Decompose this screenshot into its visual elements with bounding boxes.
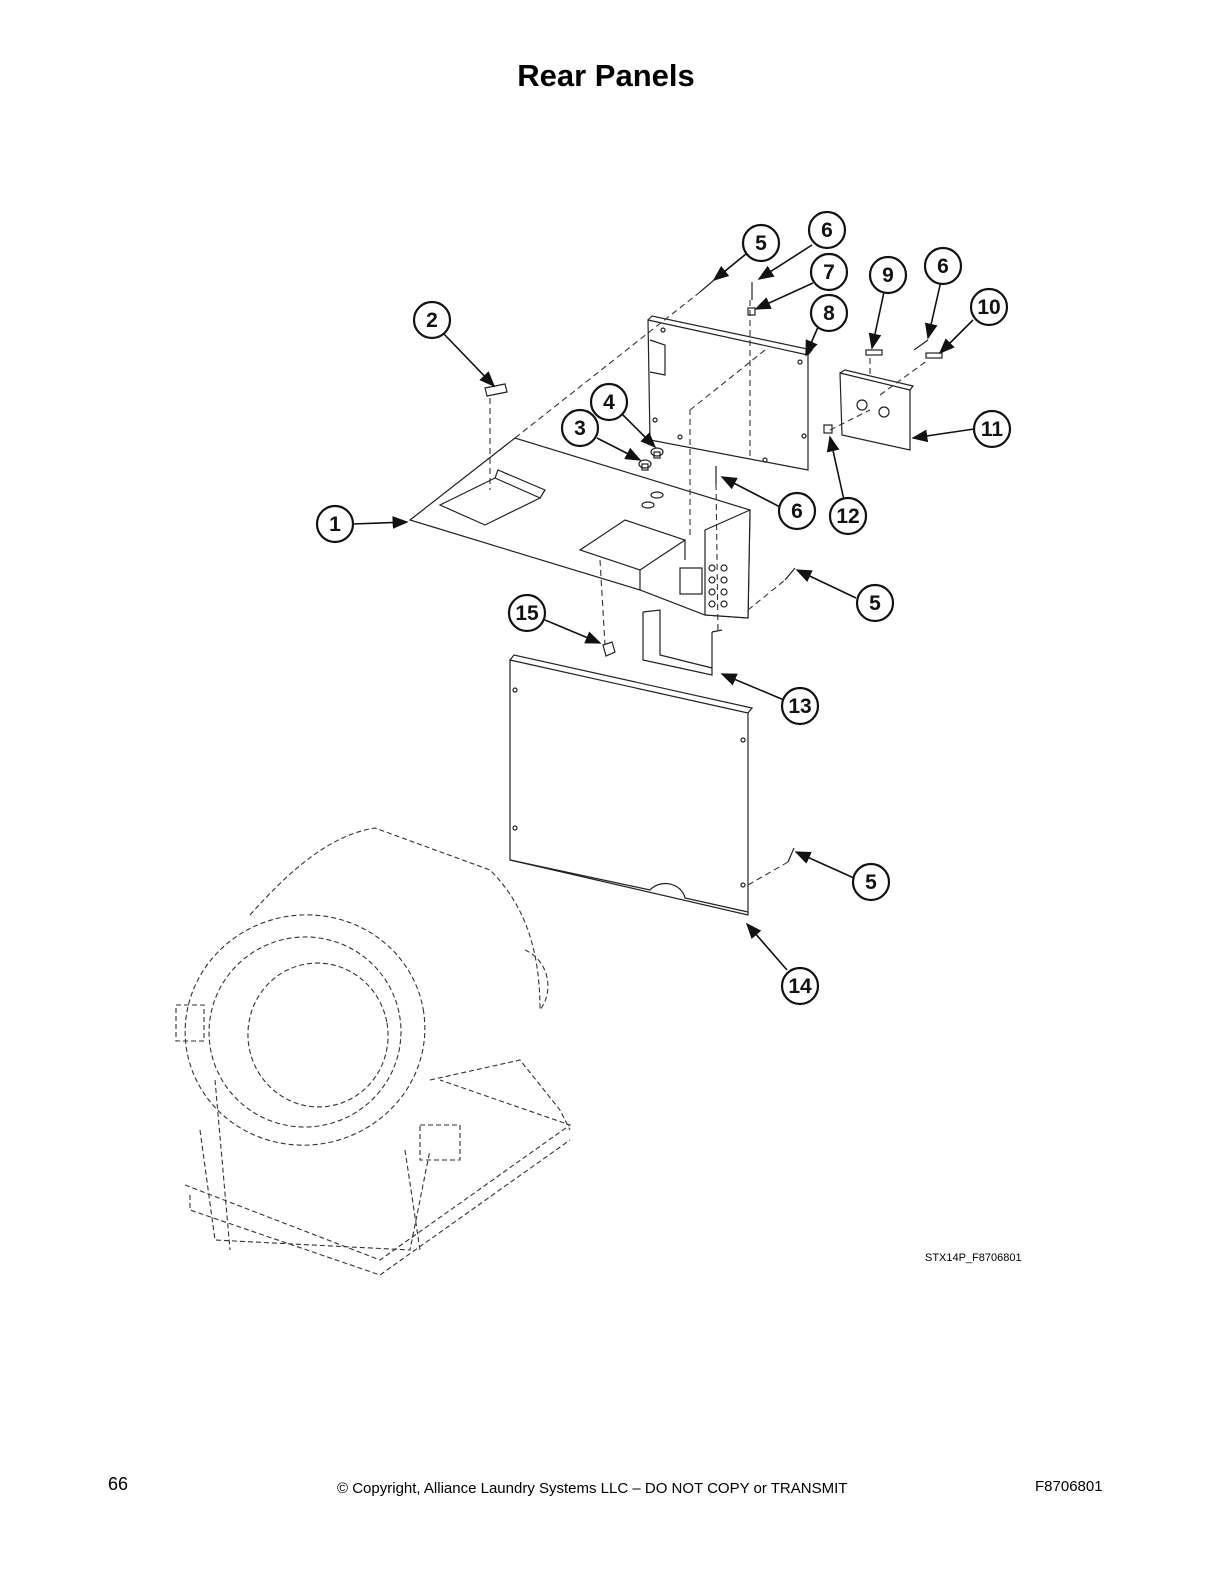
- svg-text:6: 6: [937, 255, 949, 278]
- callout-15: 15: [507, 593, 547, 633]
- callout-2: 2: [412, 300, 452, 340]
- callout-4: 4: [589, 382, 629, 422]
- spacer-part-7: [747, 307, 756, 316]
- callout-14: 14: [780, 966, 820, 1006]
- page-title: Rear Panels: [517, 58, 695, 93]
- svg-text:5: 5: [869, 592, 881, 615]
- svg-text:14: 14: [788, 975, 812, 998]
- callout-3: 3: [560, 408, 600, 448]
- callout-12: 12: [828, 496, 868, 536]
- callout-13: 13: [780, 686, 820, 726]
- svg-text:6: 6: [791, 500, 803, 523]
- callout-5-mid: 5: [855, 583, 895, 623]
- svg-text:6: 6: [821, 219, 833, 242]
- screw-part-5-low: [787, 847, 795, 863]
- callout-1: 1: [315, 504, 355, 544]
- callout-6-top: 6: [807, 210, 847, 250]
- bracket-part-2: [484, 383, 508, 397]
- screw-part-6-right: [913, 339, 929, 351]
- callout-5-low: 5: [851, 862, 891, 902]
- plug-part-4: [650, 447, 664, 459]
- svg-text:4: 4: [603, 391, 615, 414]
- callout-9: 9: [868, 255, 908, 295]
- page-number: 66: [108, 1474, 129, 1494]
- plug-part-3: [638, 459, 652, 471]
- washer-machine-body: [175, 827, 572, 1276]
- screw-part-5-mid: [784, 567, 796, 581]
- callout-7: 7: [809, 252, 849, 292]
- svg-text:10: 10: [977, 296, 1000, 319]
- svg-text:5: 5: [755, 232, 767, 255]
- screw-part-5-top: [699, 279, 715, 293]
- svg-text:3: 3: [574, 417, 586, 440]
- callout-5-top: 5: [741, 223, 781, 263]
- callout-8: 8: [809, 293, 849, 333]
- small-panel-part-11: [839, 369, 915, 451]
- svg-text:8: 8: [823, 302, 835, 325]
- channel-part-13: [642, 609, 723, 676]
- lower-panel-part-14: [509, 654, 754, 916]
- callout-11: 11: [972, 409, 1012, 449]
- svg-text:1: 1: [329, 513, 341, 536]
- svg-text:15: 15: [515, 602, 539, 625]
- svg-text:2: 2: [426, 309, 438, 332]
- callout-6-right: 6: [923, 246, 963, 286]
- grommet-part-15: [602, 641, 616, 657]
- svg-text:7: 7: [823, 261, 835, 284]
- clip-part-9: [865, 349, 883, 356]
- callout-10: 10: [969, 287, 1009, 327]
- svg-text:5: 5: [865, 871, 877, 894]
- svg-text:13: 13: [788, 695, 811, 718]
- figure-id: STX14P_F8706801: [925, 1252, 1022, 1264]
- svg-text:12: 12: [836, 505, 859, 528]
- document-code: F8706801: [1035, 1478, 1103, 1495]
- clip-part-10: [925, 352, 943, 359]
- svg-text:9: 9: [882, 264, 894, 287]
- upper-panel-part-8: [647, 315, 814, 471]
- svg-text:11: 11: [981, 418, 1004, 441]
- copyright-notice: © Copyright, Alliance Laundry Systems LL…: [337, 1480, 848, 1497]
- top-panel-part-1: [408, 437, 751, 619]
- callout-6-mid: 6: [777, 491, 817, 531]
